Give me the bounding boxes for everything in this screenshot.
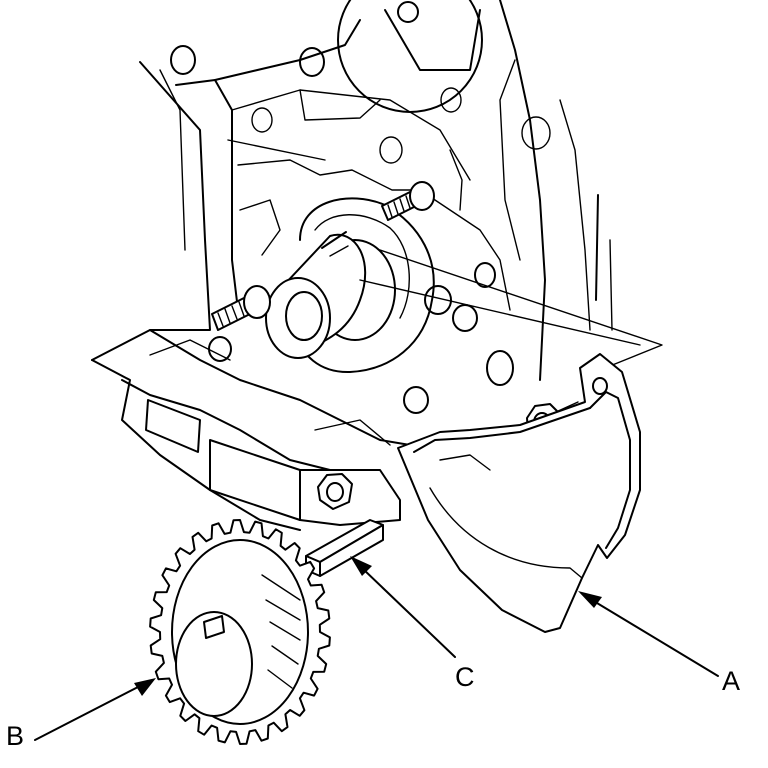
woodruff-key — [305, 519, 384, 577]
leader-arrow-b — [34, 678, 156, 741]
crankshaft-sprocket — [149, 519, 331, 745]
callout-label-b: B — [6, 721, 24, 751]
mounting-stud-lower — [211, 285, 271, 331]
mounting-stud-upper — [381, 181, 435, 221]
callout-label-c: C — [455, 662, 475, 692]
leader-arrow-a — [578, 591, 719, 677]
callout-label-a: A — [722, 666, 740, 696]
crankshaft-snout — [265, 231, 396, 359]
timing-belt-guide-plate — [397, 353, 641, 633]
leader-arrow-c — [350, 556, 456, 658]
engine-block — [91, 0, 663, 531]
flange-nut-lower — [317, 473, 353, 510]
